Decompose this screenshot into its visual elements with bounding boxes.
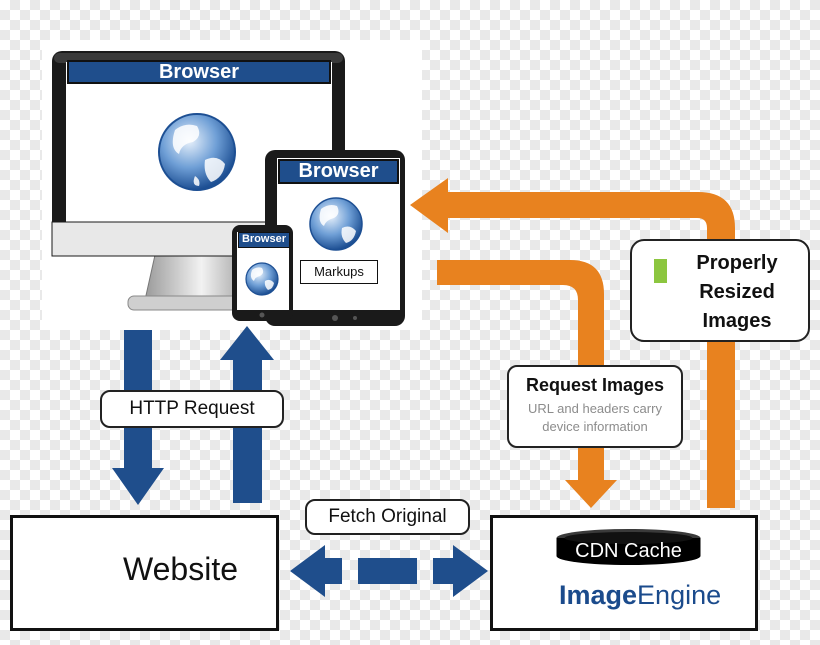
request-images-label: Request Images URL and headers carry dev…	[507, 365, 683, 448]
monitor-browser-bar: Browser	[67, 60, 331, 84]
website-node: Website	[10, 515, 279, 631]
globe-icon	[245, 262, 279, 296]
fetch-original-arrow	[290, 545, 488, 597]
cdn-cache-label: CDN Cache	[575, 540, 682, 562]
image-engine-node: CDN Cache ImageEngine	[490, 515, 758, 631]
request-images-title: Request Images	[525, 375, 665, 395]
properly-resized-line2: Resized	[699, 281, 775, 303]
fetch-original-label: Fetch Original	[305, 499, 470, 535]
globe-icon	[158, 113, 236, 191]
properly-resized-text: Properly Resized Images	[672, 249, 802, 336]
properly-resized-images-label: Properly Resized Images	[630, 239, 810, 342]
cdn-cache-icon: CDN Cache	[555, 528, 702, 566]
image-engine-word1: Image	[559, 580, 638, 610]
image-engine-word2: Engine	[637, 580, 722, 610]
green-marker-icon	[654, 259, 667, 283]
markups-box: Markups	[300, 260, 378, 284]
properly-resized-line1: Properly	[696, 252, 778, 274]
resized-images-arrow	[410, 178, 735, 508]
request-images-line2: device information	[542, 419, 648, 434]
properly-resized-line3: Images	[702, 310, 772, 332]
tablet-browser-bar: Browser	[278, 159, 399, 184]
http-request-label: HTTP Request	[100, 390, 284, 428]
globe-icon	[309, 197, 363, 251]
website-label: Website	[123, 551, 239, 587]
image-engine-wordmark: ImageEngine	[559, 580, 721, 611]
request-images-line1: URL and headers carry	[528, 401, 662, 416]
phone-browser-bar: Browser	[238, 232, 290, 248]
